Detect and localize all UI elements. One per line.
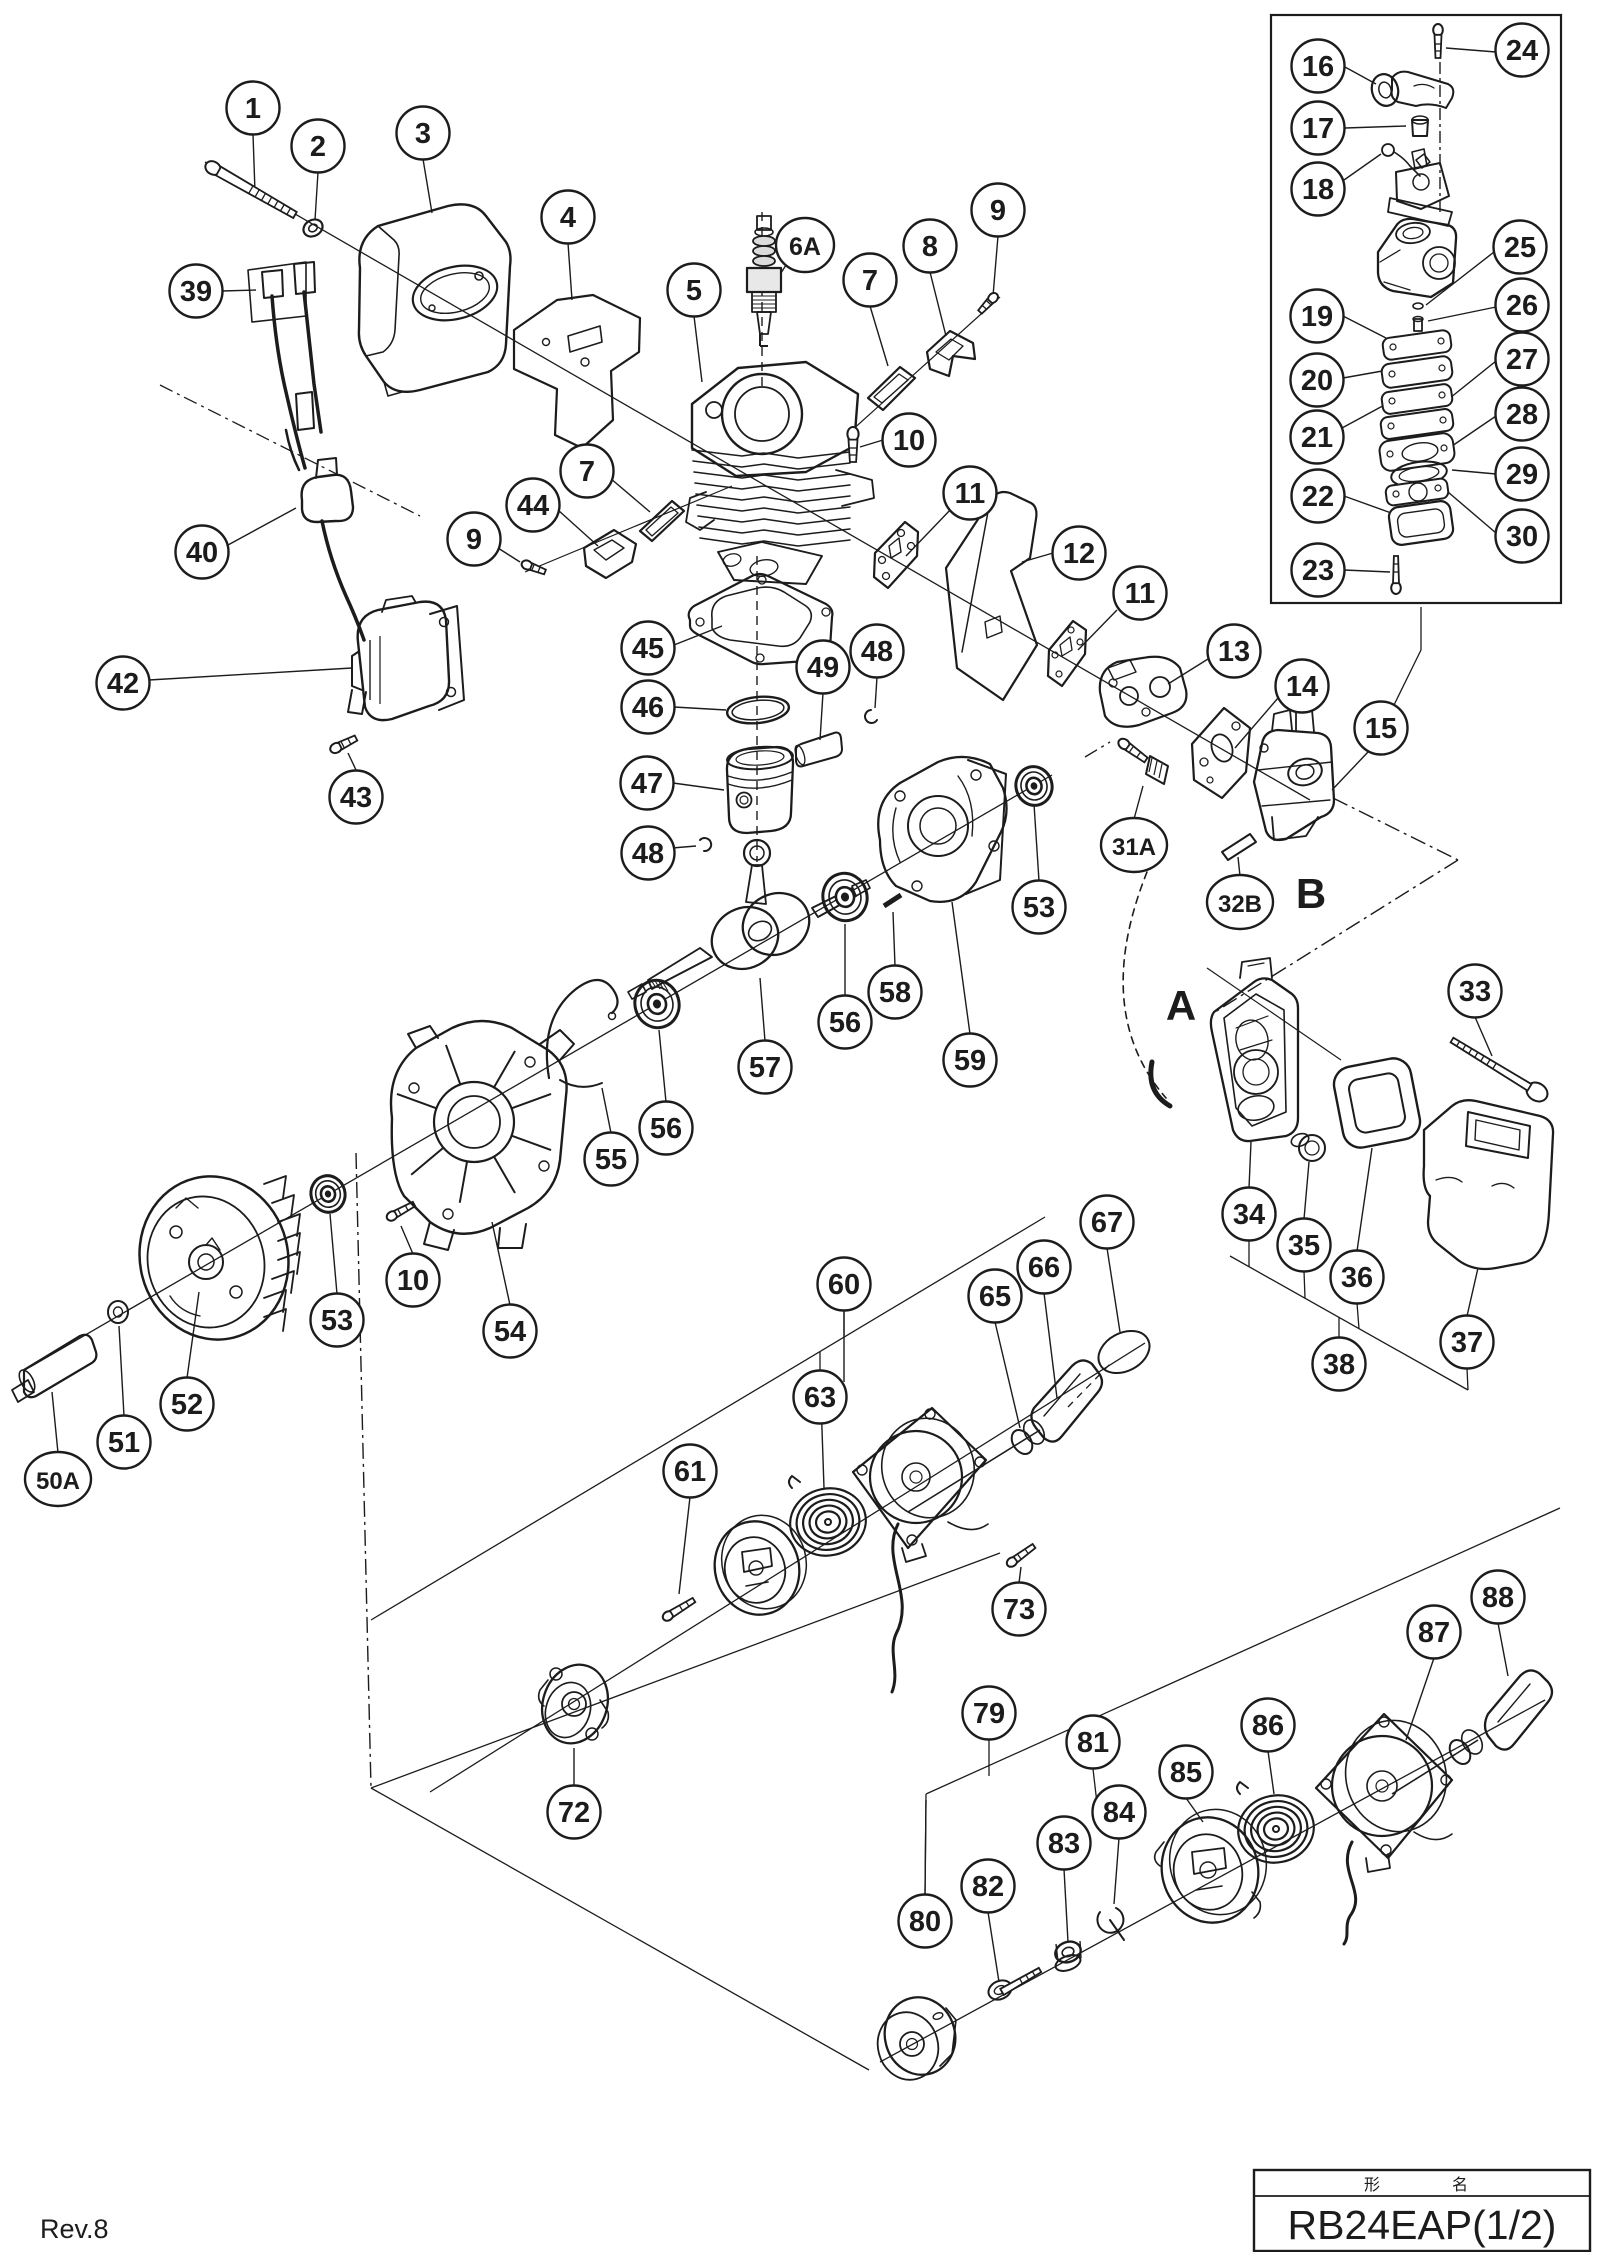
svg-text:59: 59 — [954, 1045, 986, 1077]
svg-text:56: 56 — [650, 1113, 682, 1145]
svg-text:42: 42 — [107, 668, 139, 700]
svg-text:28: 28 — [1506, 399, 1538, 431]
svg-text:13: 13 — [1218, 636, 1250, 668]
svg-text:21: 21 — [1301, 422, 1333, 454]
svg-text:10: 10 — [893, 425, 925, 457]
svg-text:37: 37 — [1451, 1327, 1483, 1359]
svg-text:11: 11 — [955, 478, 986, 510]
svg-text:56: 56 — [829, 1007, 861, 1039]
svg-text:6A: 6A — [789, 233, 821, 261]
svg-text:58: 58 — [879, 977, 911, 1009]
svg-text:39: 39 — [180, 276, 212, 308]
svg-text:36: 36 — [1341, 1262, 1373, 1294]
svg-text:Rev.8: Rev.8 — [40, 2214, 109, 2244]
svg-text:38: 38 — [1323, 1349, 1355, 1381]
svg-text:79: 79 — [973, 1698, 1005, 1730]
svg-text:33: 33 — [1459, 976, 1491, 1008]
svg-text:72: 72 — [558, 1797, 590, 1829]
svg-text:31A: 31A — [1112, 834, 1156, 861]
svg-text:7: 7 — [579, 456, 595, 488]
svg-text:48: 48 — [861, 636, 893, 668]
svg-text:40: 40 — [186, 537, 218, 569]
svg-text:50A: 50A — [36, 1468, 80, 1495]
svg-text:30: 30 — [1506, 521, 1538, 553]
svg-text:7: 7 — [862, 265, 878, 297]
svg-text:29: 29 — [1506, 459, 1538, 491]
svg-text:63: 63 — [804, 1382, 836, 1414]
svg-text:22: 22 — [1302, 481, 1334, 513]
svg-text:26: 26 — [1506, 290, 1538, 322]
svg-text:53: 53 — [321, 1305, 353, 1337]
svg-text:24: 24 — [1506, 35, 1538, 67]
svg-text:88: 88 — [1482, 1582, 1514, 1614]
svg-text:66: 66 — [1028, 1252, 1060, 1284]
svg-text:46: 46 — [632, 692, 664, 724]
svg-text:45: 45 — [632, 633, 664, 665]
svg-text:57: 57 — [749, 1052, 781, 1084]
svg-text:2: 2 — [310, 131, 326, 163]
svg-text:9: 9 — [990, 195, 1006, 227]
svg-text:18: 18 — [1302, 174, 1334, 206]
svg-text:15: 15 — [1365, 713, 1397, 745]
svg-text:1: 1 — [245, 93, 261, 125]
svg-text:B: B — [1296, 870, 1326, 917]
svg-text:4: 4 — [560, 202, 576, 234]
svg-text:16: 16 — [1302, 51, 1334, 83]
svg-text:3: 3 — [415, 118, 431, 150]
svg-text:5: 5 — [686, 275, 702, 307]
svg-text:19: 19 — [1301, 301, 1333, 333]
svg-text:32B: 32B — [1218, 891, 1262, 918]
svg-text:48: 48 — [632, 838, 664, 870]
svg-text:27: 27 — [1506, 344, 1538, 376]
svg-text:43: 43 — [340, 782, 372, 814]
svg-text:65: 65 — [979, 1281, 1011, 1313]
svg-text:85: 85 — [1170, 1757, 1202, 1789]
svg-text:81: 81 — [1077, 1727, 1109, 1759]
svg-text:80: 80 — [909, 1906, 941, 1938]
svg-text:10: 10 — [397, 1265, 429, 1297]
svg-text:23: 23 — [1302, 555, 1334, 587]
svg-text:44: 44 — [517, 490, 549, 522]
svg-text:54: 54 — [494, 1316, 526, 1348]
svg-text:52: 52 — [171, 1389, 203, 1421]
svg-text:83: 83 — [1048, 1828, 1080, 1860]
svg-text:84: 84 — [1103, 1797, 1135, 1829]
svg-text:47: 47 — [631, 768, 663, 800]
svg-text:61: 61 — [674, 1456, 706, 1488]
svg-text:14: 14 — [1286, 671, 1318, 703]
svg-text:11: 11 — [1125, 578, 1156, 610]
svg-text:20: 20 — [1301, 365, 1333, 397]
svg-text:35: 35 — [1288, 1230, 1320, 1262]
svg-text:51: 51 — [108, 1427, 140, 1459]
svg-text:8: 8 — [922, 231, 938, 263]
svg-text:25: 25 — [1504, 232, 1536, 264]
svg-text:49: 49 — [807, 652, 839, 684]
svg-text:55: 55 — [595, 1144, 627, 1176]
svg-text:RB24EAP(1/2): RB24EAP(1/2) — [1288, 2202, 1557, 2248]
svg-text:86: 86 — [1252, 1710, 1284, 1742]
svg-text:34: 34 — [1233, 1199, 1265, 1231]
svg-text:A: A — [1166, 982, 1196, 1029]
svg-text:73: 73 — [1003, 1594, 1035, 1626]
svg-text:67: 67 — [1091, 1207, 1123, 1239]
svg-text:17: 17 — [1302, 113, 1334, 145]
svg-text:53: 53 — [1023, 892, 1055, 924]
svg-text:形: 形 — [1364, 2176, 1380, 2194]
svg-text:名: 名 — [1452, 2176, 1468, 2194]
svg-text:60: 60 — [828, 1269, 860, 1301]
svg-text:82: 82 — [972, 1871, 1004, 1903]
svg-text:87: 87 — [1418, 1617, 1450, 1649]
svg-text:9: 9 — [466, 524, 482, 556]
svg-text:12: 12 — [1063, 538, 1095, 570]
